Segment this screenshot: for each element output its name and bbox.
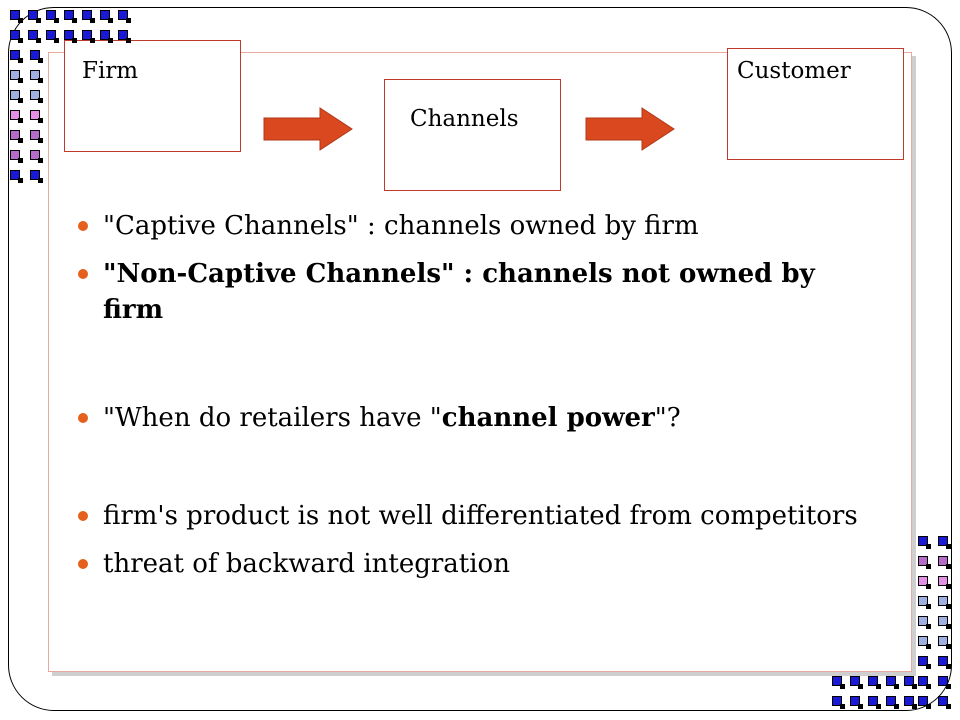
decorative-square <box>10 50 23 63</box>
decorative-square <box>10 110 23 123</box>
bullet-item: "When do retailers have "channel power"? <box>78 400 681 436</box>
decorative-square <box>938 596 951 609</box>
firm-box <box>64 40 241 152</box>
decorative-square <box>918 536 931 549</box>
bullet-dot-icon <box>78 559 88 569</box>
decorative-square <box>918 696 931 709</box>
decorative-square <box>28 10 41 23</box>
decorative-square <box>10 10 23 23</box>
decorative-square <box>938 636 951 649</box>
decorative-square <box>868 696 881 709</box>
decorative-square <box>918 616 931 629</box>
decorative-square <box>30 170 43 183</box>
decorative-square <box>938 556 951 569</box>
decorative-square <box>938 576 951 589</box>
firm-label: Firm <box>82 58 139 84</box>
decorative-square <box>938 656 951 669</box>
bullet-dot-icon <box>78 413 88 423</box>
decorative-square <box>30 90 43 103</box>
bullet-item: firm's product is not well differentiate… <box>78 498 858 534</box>
decorative-square <box>30 70 43 83</box>
customer-box <box>727 48 904 160</box>
decorative-square <box>100 30 113 43</box>
decorative-square <box>118 30 131 43</box>
bullet-text: threat of backward integration <box>103 549 510 579</box>
decorative-square <box>904 696 917 709</box>
decorative-square <box>30 130 43 143</box>
bullet-dot-icon <box>78 221 88 231</box>
bullet-text-post: "? <box>654 403 681 433</box>
decorative-square <box>100 10 113 23</box>
decorative-square <box>46 30 59 43</box>
decorative-square <box>28 30 41 43</box>
decorative-square <box>918 556 931 569</box>
decorative-square <box>10 30 23 43</box>
decorative-square <box>832 696 845 709</box>
decorative-square <box>886 676 899 689</box>
decorative-square <box>10 90 23 103</box>
arrow-right-icon <box>585 107 675 151</box>
decorative-square <box>918 576 931 589</box>
decorative-square <box>850 676 863 689</box>
decorative-square <box>10 130 23 143</box>
decorative-square <box>832 676 845 689</box>
decorative-square <box>118 10 131 23</box>
arrow-right-icon <box>263 107 353 151</box>
decorative-square <box>918 596 931 609</box>
decorative-square <box>82 10 95 23</box>
decorative-square <box>30 150 43 163</box>
decorative-square <box>886 696 899 709</box>
bullet-item: "Captive Channels" : channels owned by f… <box>78 208 699 244</box>
decorative-square <box>46 10 59 23</box>
bullet-dot-icon <box>78 269 88 279</box>
decorative-square <box>938 676 951 689</box>
decorative-square <box>904 676 917 689</box>
decorative-square <box>10 170 23 183</box>
bullet-text: "Captive Channels" : channels owned by f… <box>103 211 699 241</box>
decorative-square <box>10 70 23 83</box>
decorative-square <box>64 30 77 43</box>
bullet-text-pre: "When do retailers have " <box>103 403 442 433</box>
decorative-square <box>918 636 931 649</box>
decorative-square <box>30 110 43 123</box>
bullet-item: threat of backward integration <box>78 546 510 582</box>
decorative-square <box>938 696 951 709</box>
bullet-item: "Non-Captive Channels" : channels not ow… <box>78 256 838 328</box>
bullet-text: firm's product is not well differentiate… <box>103 501 858 531</box>
decorative-square <box>30 50 43 63</box>
bullet-text: "Non-Captive Channels" : channels not ow… <box>103 259 815 325</box>
decorative-square <box>918 676 931 689</box>
channels-box <box>384 79 561 191</box>
decorative-square <box>868 676 881 689</box>
customer-label: Customer <box>737 58 851 84</box>
bullet-text-bold: channel power <box>441 403 655 433</box>
bullet-text: "When do retailers have "channel power"? <box>103 400 681 436</box>
decorative-square <box>918 656 931 669</box>
decorative-square <box>10 150 23 163</box>
decorative-square <box>850 696 863 709</box>
decorative-square <box>82 30 95 43</box>
decorative-square <box>64 10 77 23</box>
bullet-dot-icon <box>78 511 88 521</box>
channels-label: Channels <box>410 106 519 132</box>
decorative-square <box>938 616 951 629</box>
decorative-square <box>938 536 951 549</box>
